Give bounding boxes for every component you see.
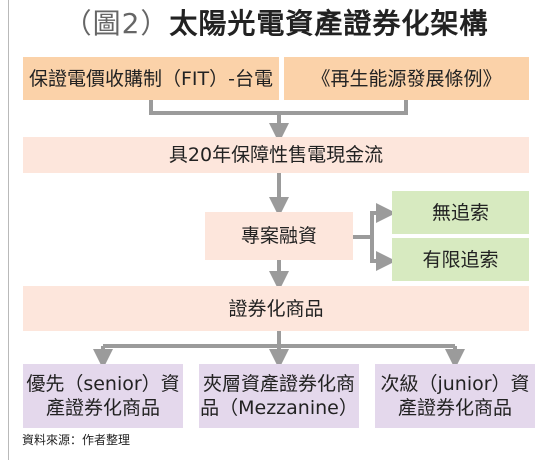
node-regulation-label: 《再生能源發展條例》 bbox=[311, 67, 502, 90]
node-non-recourse: 無追索 bbox=[392, 191, 529, 234]
node-fit-label: 保證電價收購制（FIT）-台電 bbox=[29, 67, 273, 90]
node-senior-line1: 優先（senior）資 bbox=[26, 373, 180, 395]
left-border-rule bbox=[8, 0, 9, 460]
node-mezzanine-line1: 夾層資產證券化商 bbox=[202, 373, 355, 395]
connector-project-right bbox=[353, 203, 396, 239]
title-paren-open: （ bbox=[63, 7, 93, 40]
connector-fit-down bbox=[149, 100, 408, 115]
node-junior-line1: 次級（junior）資 bbox=[380, 373, 530, 395]
source-note: 資料來源：作者整理 bbox=[22, 433, 131, 447]
node-senior-line2: 產證券化商品 bbox=[45, 397, 160, 419]
node-fit: 保證電價收購制（FIT）-台電 bbox=[23, 57, 279, 100]
node-project-finance-label: 專案融資 bbox=[240, 225, 317, 247]
node-project-finance: 專案融資 bbox=[205, 212, 353, 260]
node-junior-line2: 產證券化商品 bbox=[397, 397, 512, 419]
node-cashflow-label: 具20年保障性售電現金流 bbox=[168, 144, 384, 166]
node-securitized-product: 證券化商品 bbox=[23, 286, 529, 331]
figure-title: （圖2）太陽光電資產證券化架構 bbox=[0, 4, 552, 44]
title-figure-number: 圖2 bbox=[92, 7, 141, 40]
node-mezzanine-line2: 品（Mezzanine） bbox=[200, 397, 358, 419]
node-regulation: 《再生能源發展條例》 bbox=[284, 57, 529, 100]
node-non-recourse-label: 無追索 bbox=[431, 201, 489, 224]
node-junior: 次級（junior）資 產證券化商品 bbox=[375, 364, 535, 428]
title-paren-close: ） bbox=[140, 7, 170, 40]
node-limited-recourse-label: 有限追索 bbox=[422, 248, 499, 271]
node-cashflow: 具20年保障性售電現金流 bbox=[23, 137, 529, 173]
node-mezzanine: 夾層資產證券化商 品（Mezzanine） bbox=[199, 364, 359, 428]
node-securitized-product-label: 證券化商品 bbox=[228, 297, 324, 320]
node-senior: 優先（senior）資 產證券化商品 bbox=[23, 364, 183, 428]
connector-project-right-lower bbox=[370, 237, 396, 271]
title-text: 太陽光電資產證券化架構 bbox=[169, 7, 489, 40]
node-limited-recourse: 有限追索 bbox=[392, 238, 529, 281]
